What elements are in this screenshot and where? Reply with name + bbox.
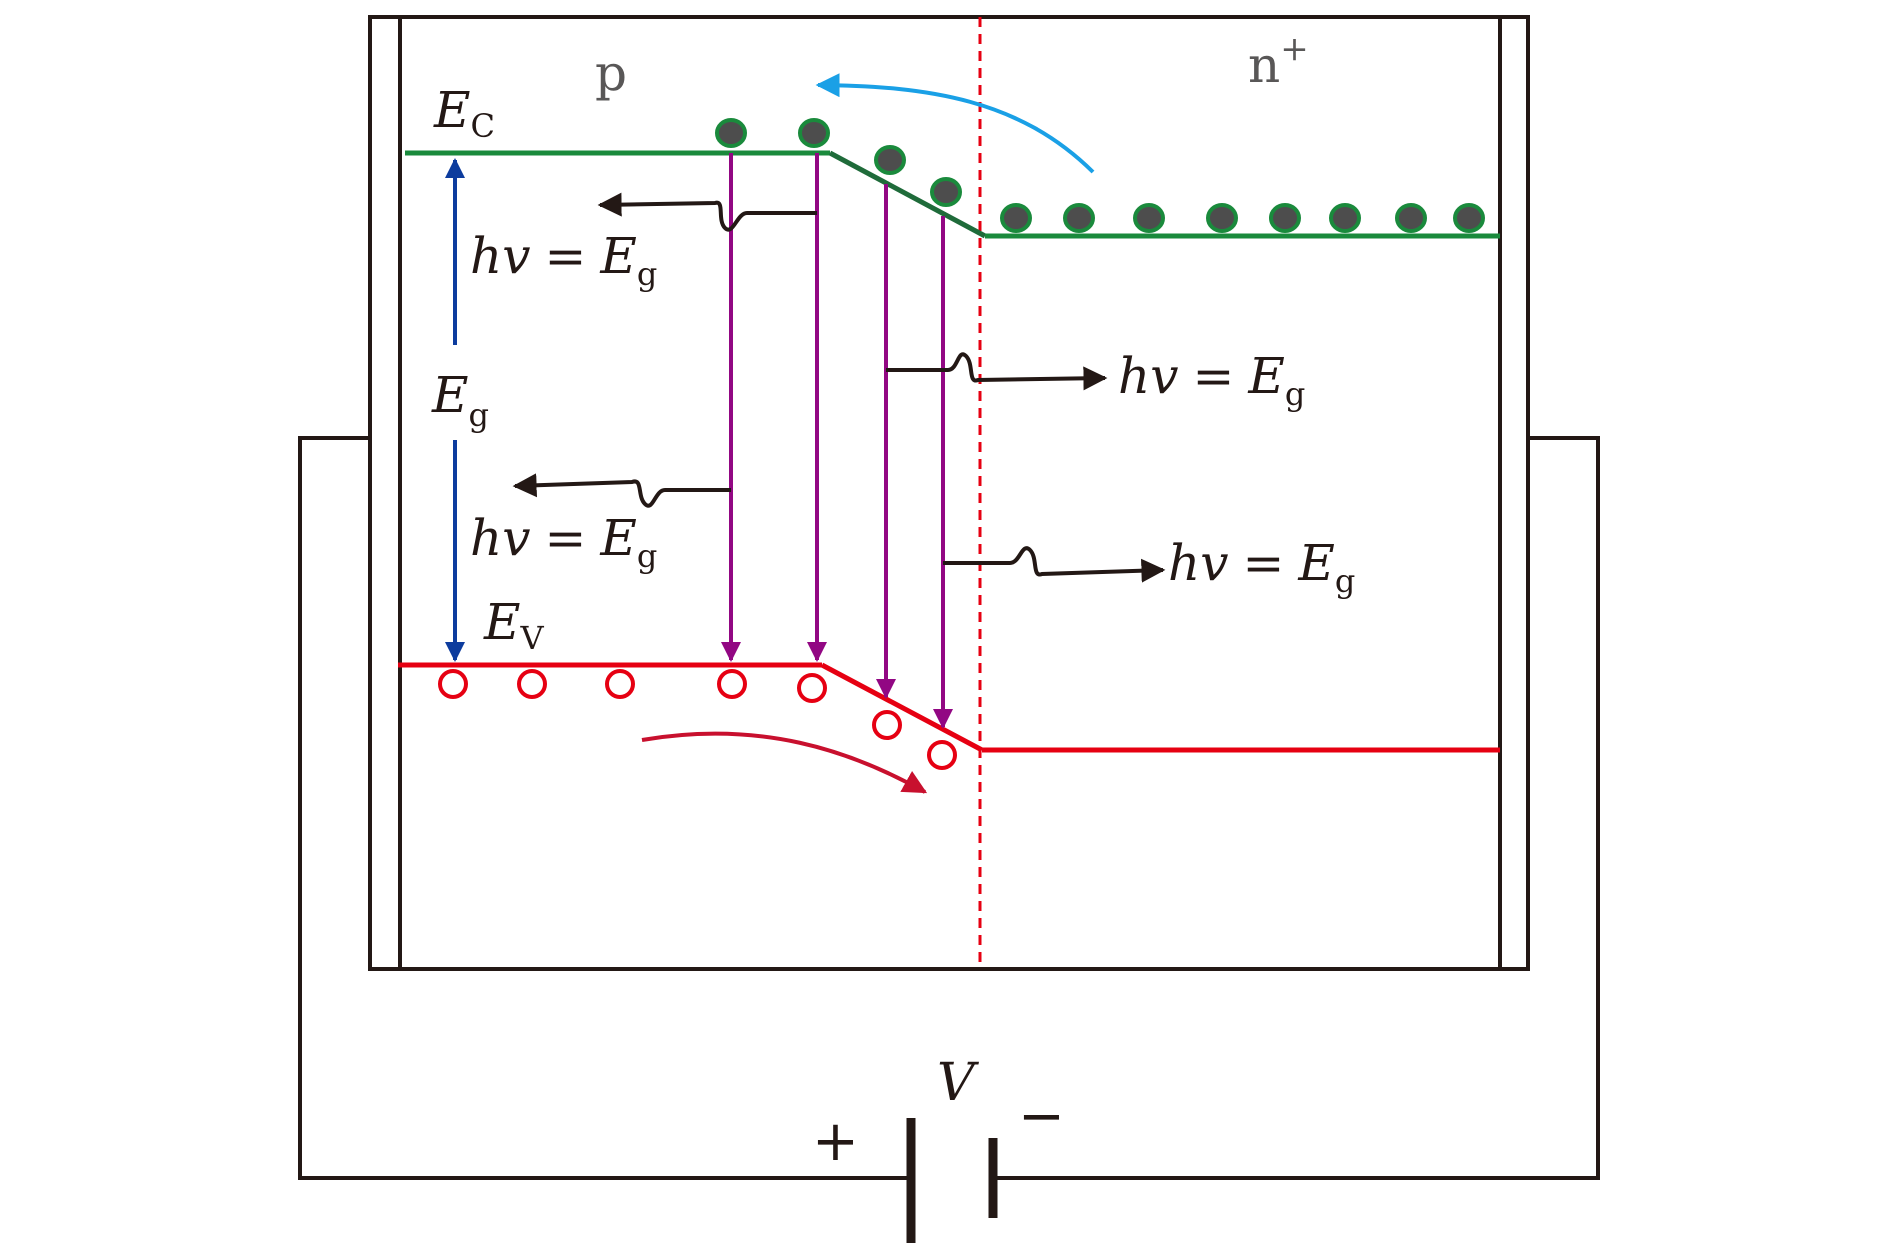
electrons <box>715 118 1485 233</box>
left-wire <box>298 436 908 1180</box>
hole <box>927 740 957 770</box>
hole <box>872 710 902 740</box>
device-frame <box>368 15 1530 971</box>
holes <box>438 669 957 770</box>
hole <box>605 669 635 699</box>
electron <box>1453 203 1485 233</box>
photon-label-3: hv=Eg <box>1118 347 1305 413</box>
photon-2 <box>512 473 731 508</box>
electron <box>1329 203 1361 233</box>
voltage-label: V <box>937 1053 979 1113</box>
hole <box>797 673 827 703</box>
electron <box>1133 203 1165 233</box>
battery-minus-label: − <box>1018 1084 1065 1149</box>
electron <box>1000 203 1032 233</box>
photon-label-1: hv=Eg <box>470 227 657 293</box>
electron <box>1269 203 1301 233</box>
ec-label: EC <box>433 81 495 145</box>
n-region-label: n+ <box>1248 29 1309 94</box>
electron <box>798 118 830 148</box>
photon-4 <box>943 546 1166 583</box>
eg-label: Eg <box>431 366 489 434</box>
electron <box>1395 203 1427 233</box>
photon-1 <box>597 192 817 232</box>
right-wire <box>996 436 1600 1180</box>
hole <box>517 669 547 699</box>
electron <box>930 177 962 207</box>
device-outline <box>368 15 1530 971</box>
valence-band <box>398 662 1500 753</box>
hole <box>438 669 468 699</box>
p-region-label: p <box>595 44 627 102</box>
recombination-arrows <box>721 153 953 729</box>
external-circuit <box>298 436 1600 1243</box>
electron <box>1063 203 1095 233</box>
electron <box>1206 203 1238 233</box>
hole-flow-arrow <box>641 731 928 794</box>
electron <box>874 145 906 175</box>
ev-label: EV <box>483 593 545 657</box>
battery-plus-label: + <box>812 1109 859 1174</box>
hole <box>717 669 747 699</box>
photon-label-4: hv=Eg <box>1168 534 1355 600</box>
photon-emissions <box>512 192 1166 583</box>
conduction-band <box>405 150 1500 239</box>
electron <box>715 118 747 148</box>
electron-flow-arrow <box>815 73 1095 174</box>
photon-3 <box>886 352 1108 391</box>
photon-label-2: hv=Eg <box>470 509 657 575</box>
